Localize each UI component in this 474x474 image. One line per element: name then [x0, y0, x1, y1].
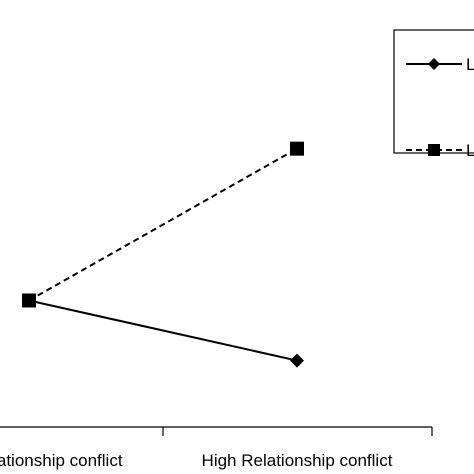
- series-1-point-2: [290, 353, 304, 368]
- series-1-point-1: [22, 293, 36, 308]
- legend-label-series-2: L: [466, 141, 474, 160]
- x-tick-label-high: High Relationship conflict: [202, 451, 393, 470]
- series-line-1: [28, 299, 298, 362]
- legend-marker-diamond: [428, 58, 440, 70]
- legend-label-series-1: L: [466, 55, 474, 74]
- legend-marker-square: [428, 144, 440, 156]
- legend: L L: [393, 29, 474, 160]
- series-line-2: [28, 147, 298, 302]
- series-2-point-2: [290, 141, 304, 156]
- legend-box: [393, 29, 474, 154]
- series-layer: [22, 141, 304, 368]
- x-tick-label-low: Low Relationship conflict: [0, 451, 123, 470]
